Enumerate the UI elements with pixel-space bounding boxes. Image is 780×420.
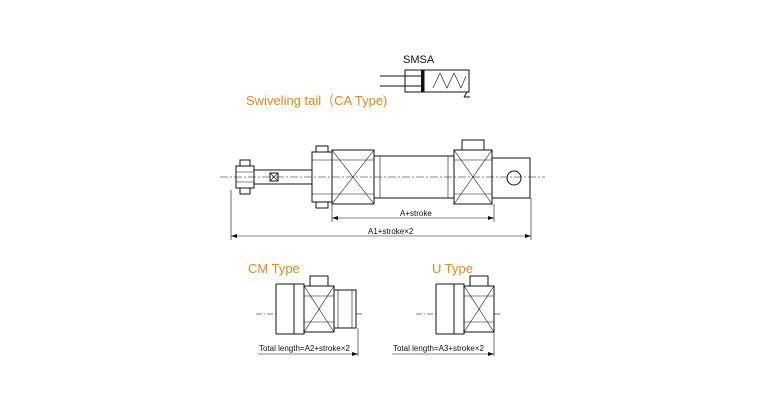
ca-dim-a: A+stroke (400, 209, 432, 218)
ca-dimensions: A+stroke A1+stroke×2 (230, 190, 532, 240)
cm-dim: Total length=A2+stroke×2 (259, 344, 351, 353)
cm-type-detail: Total length=A2+stroke×2 (256, 275, 364, 356)
u-type-detail: Total length=A3+stroke×2 (392, 275, 500, 356)
ca-cylinder (220, 139, 545, 209)
smsa-label: SMSA (403, 54, 435, 66)
ca-type-title: Swiveling tail（CA Type) (246, 93, 387, 108)
ca-dim-a1: A1+stroke×2 (368, 227, 414, 236)
cm-type-title: CM Type (248, 261, 300, 276)
u-dim: Total length=A3+stroke×2 (393, 344, 485, 353)
u-type-title: U Type (432, 261, 473, 276)
smsa-symbol: SMSA (380, 54, 470, 98)
